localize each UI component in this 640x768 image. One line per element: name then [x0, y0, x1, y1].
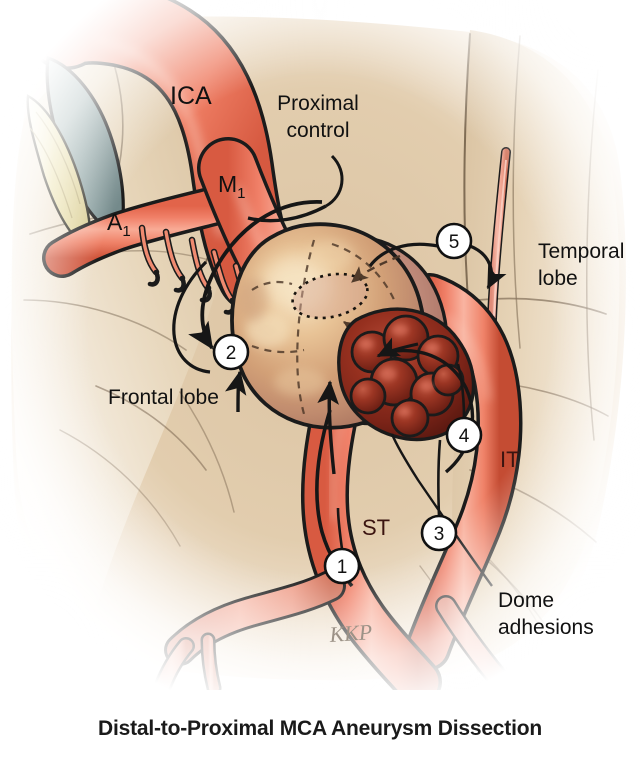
step-marker-3[interactable]: 3 [420, 514, 458, 552]
label-ica: ICA [170, 82, 212, 110]
figure-caption-bar: Distal-to-Proximal MCA Aneurysm Dissecti… [0, 690, 640, 768]
svg-text:2: 2 [226, 343, 237, 364]
svg-text:4: 4 [459, 426, 470, 447]
step-marker-2[interactable]: 2 [212, 333, 250, 371]
label-dome-adhesions: Dome adhesions [498, 589, 594, 639]
svg-text:lobe: lobe [538, 267, 578, 290]
step-marker-5[interactable]: 5 [435, 222, 473, 260]
label-temporal-lobe: Temporal lobe [538, 240, 624, 290]
label-frontal-lobe: Frontal lobe [108, 386, 219, 409]
svg-text:Temporal: Temporal [538, 240, 624, 263]
edge-fade-overlay [0, 0, 640, 690]
label-proximal-control: Proximal control [277, 92, 359, 142]
label-m1: M1 [218, 171, 246, 202]
label-it: IT [500, 447, 520, 472]
medical-illustration-figure: ICA M1 A1 ST IT Proximal control Tempora… [0, 0, 640, 690]
step-marker-4[interactable]: 4 [445, 416, 483, 454]
artist-signature: KKP [328, 619, 373, 647]
label-st: ST [362, 515, 390, 540]
svg-text:control: control [286, 119, 349, 142]
step-marker-1[interactable]: 1 [323, 547, 361, 585]
label-a1: A1 [107, 209, 131, 240]
figure-caption: Distal-to-Proximal MCA Aneurysm Dissecti… [98, 717, 542, 740]
svg-text:adhesions: adhesions [498, 616, 594, 639]
svg-text:Dome: Dome [498, 589, 554, 612]
svg-text:3: 3 [434, 524, 445, 545]
svg-text:5: 5 [449, 232, 460, 253]
svg-text:Proximal: Proximal [277, 92, 359, 115]
svg-text:1: 1 [337, 557, 348, 578]
